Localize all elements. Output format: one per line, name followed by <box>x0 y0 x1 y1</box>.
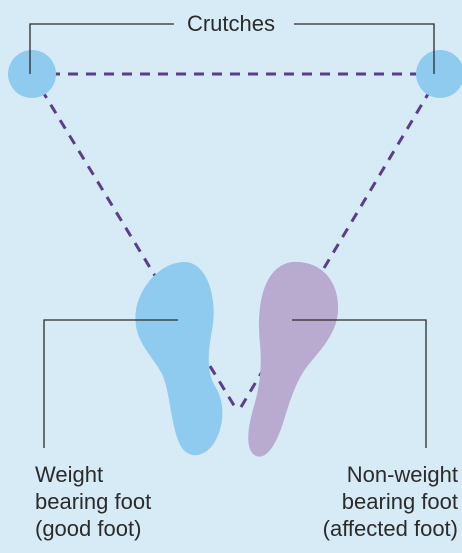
weight-bearing-foot-label: Weight bearing foot (good foot) <box>35 461 151 542</box>
dashed-triangle <box>32 74 440 412</box>
non-weight-bearing-label-line-3: (affected foot) <box>323 515 458 542</box>
non-weight-bearing-label-line-2: bearing foot <box>323 488 458 515</box>
affected-foot-shape <box>248 262 338 457</box>
non-weight-bearing-label-line-1: Non-weight <box>323 461 458 488</box>
leader-lines <box>30 24 434 448</box>
weight-bearing-label-line-2: bearing foot <box>35 488 151 515</box>
crutches-label-text: Crutches <box>0 10 462 37</box>
right-crutch-tip <box>416 50 462 98</box>
weight-bearing-label-line-1: Weight <box>35 461 151 488</box>
good-foot-shape <box>135 262 222 455</box>
left-crutch-tip <box>8 50 56 98</box>
crutches-label: Crutches <box>0 10 462 37</box>
non-weight-bearing-foot-label: Non-weight bearing foot (affected foot) <box>323 461 458 542</box>
weight-bearing-label-line-3: (good foot) <box>35 515 151 542</box>
